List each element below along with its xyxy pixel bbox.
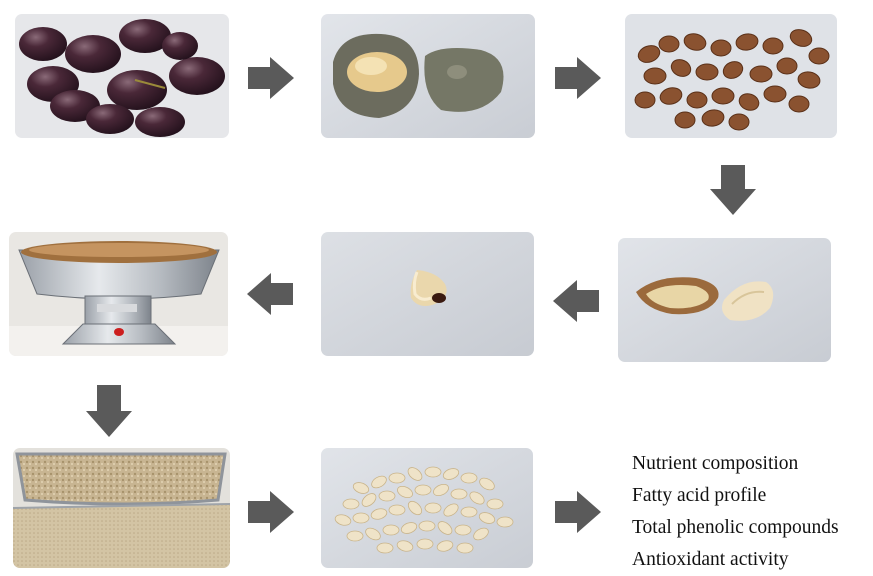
panel-grapes [15,14,229,138]
outcome-fatty-acid-profile: Fatty acid profile [632,480,872,512]
analysis-outcomes-list: Nutrient composition Fatty acid profile … [632,448,872,576]
panel-brown-seeds [625,14,837,138]
arrow-down-2 [84,385,134,437]
panel-single-kernel [321,232,534,356]
outcome-total-phenolic-compounds: Total phenolic compounds [632,512,872,544]
outcome-antioxidant-activity: Antioxidant activity [632,544,872,576]
panel-kernels-pile [321,448,533,568]
arrow-right-4 [555,489,601,535]
panel-split-seed [618,238,831,362]
outcome-nutrient-composition: Nutrient composition [632,448,872,480]
arrow-left-1 [247,271,293,317]
arrow-right-2 [555,55,601,101]
arrow-down-1 [708,165,758,215]
arrow-left-2 [553,278,599,324]
panel-grinder [9,232,228,356]
panel-sieving [13,448,230,568]
arrow-right-1 [248,55,294,101]
arrow-right-3 [248,489,294,535]
panel-seed-in-pulp [321,14,535,138]
